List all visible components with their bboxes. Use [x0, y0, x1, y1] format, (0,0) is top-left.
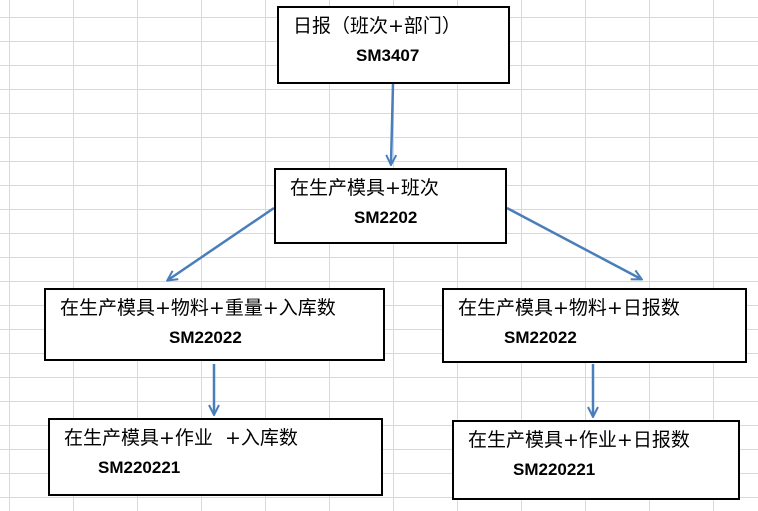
- node-left-child-code: SM220221: [98, 458, 181, 477]
- node-mid-code: SM2202: [354, 208, 418, 227]
- node-left-code: SM22022: [169, 328, 242, 347]
- node-right-code: SM22022: [504, 328, 577, 347]
- node-left-child-title: 在生产模具+作业 +入库数: [64, 427, 298, 449]
- node-root: 日报（班次+部门） SM3407: [277, 6, 510, 84]
- node-root-title: 日报（班次+部门）: [293, 15, 461, 37]
- node-right: 在生产模具+物料+日报数 SM22022: [442, 288, 747, 363]
- node-right-child: 在生产模具+作业+日报数 SM220221: [452, 420, 740, 500]
- node-right-child-title: 在生产模具+作业+日报数: [468, 429, 690, 451]
- node-left-child: 在生产模具+作业 +入库数 SM220221: [48, 418, 383, 496]
- node-mid: 在生产模具+班次 SM2202: [274, 168, 507, 244]
- node-left: 在生产模具+物料+重量+入库数 SM22022: [44, 288, 385, 361]
- node-right-child-code: SM220221: [513, 460, 596, 479]
- node-mid-title: 在生产模具+班次: [290, 177, 439, 199]
- arrow-root-to-mid: [391, 83, 393, 164]
- arrow-mid-to-left: [168, 206, 275, 280]
- node-root-code: SM3407: [356, 46, 420, 65]
- node-left-title: 在生产模具+物料+重量+入库数: [60, 297, 336, 319]
- arrow-mid-to-right: [506, 206, 641, 279]
- node-right-title: 在生产模具+物料+日报数: [458, 297, 680, 319]
